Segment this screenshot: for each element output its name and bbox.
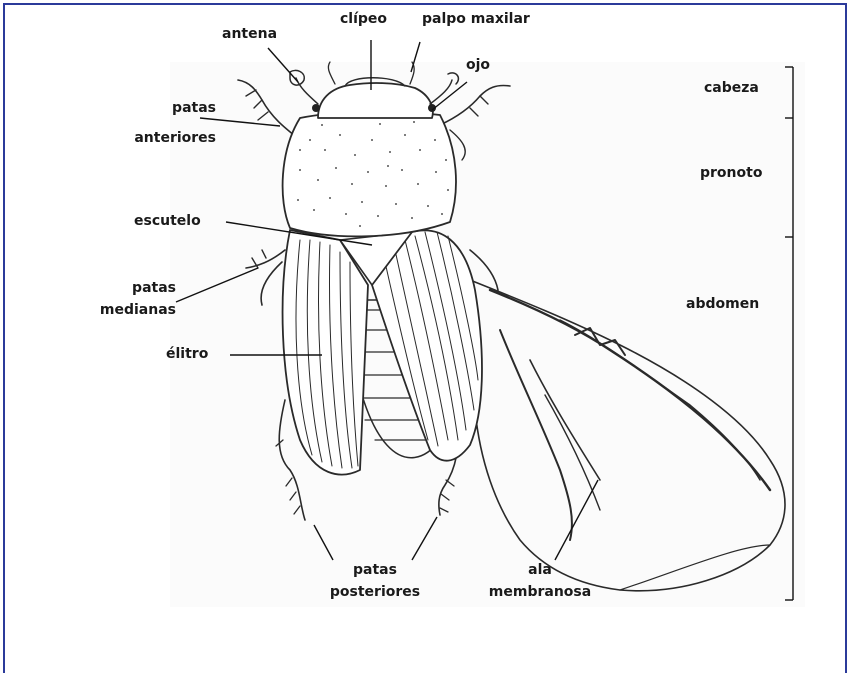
label-antena: antena <box>222 26 277 43</box>
label-palpo-maxilar: palpo maxilar <box>422 11 530 28</box>
label-ala-membranosa-line1: ala <box>470 562 610 579</box>
label-clipeo: clípeo <box>340 11 387 28</box>
label-patas-posteriores-line1: patas <box>312 562 438 579</box>
label-patas-medianas-line1: patas <box>70 280 176 297</box>
label-ojo: ojo <box>466 57 490 74</box>
right-elytron <box>372 230 482 460</box>
label-patas-medianas-line2: medianas <box>70 302 176 319</box>
membranous-wing <box>470 280 785 591</box>
label-patas-anteriores-line1: patas <box>110 100 216 117</box>
label-escutelo: escutelo <box>134 213 201 230</box>
label-patas-anteriores-line2: anteriores <box>110 130 216 147</box>
left-elytron <box>283 230 368 475</box>
region-pronoto: pronoto <box>700 165 762 182</box>
label-elitro: élitro <box>166 346 208 363</box>
label-patas-posteriores-line2: posteriores <box>312 584 438 601</box>
body-region-bracket <box>785 67 793 600</box>
region-cabeza: cabeza <box>704 80 759 97</box>
pronotum <box>283 112 456 237</box>
label-ala-membranosa-line2: membranosa <box>470 584 610 601</box>
region-abdomen: abdomen <box>686 296 759 313</box>
